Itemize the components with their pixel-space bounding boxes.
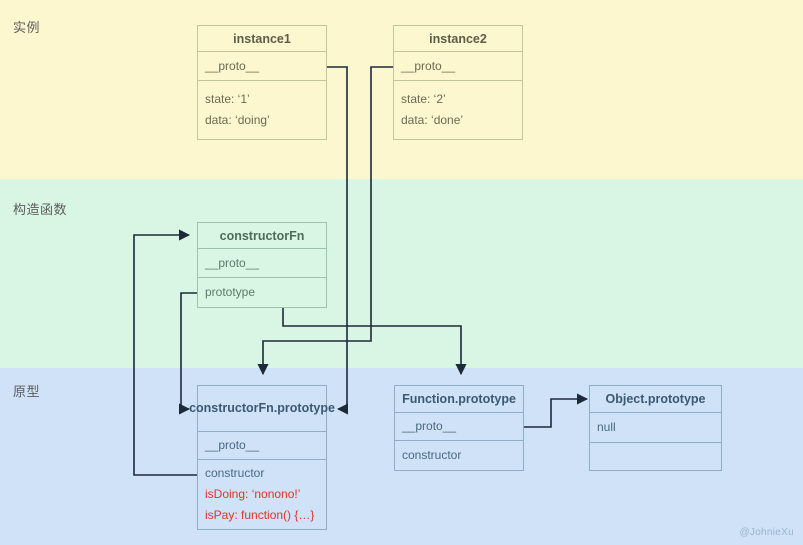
box-object-prototype[interactable]: Object.prototype null xyxy=(589,385,722,471)
function-prototype-proto-label: __proto__ xyxy=(402,419,457,433)
instance1-title: instance1 xyxy=(197,25,327,52)
wire-constructor-back-to-ctorfn xyxy=(133,229,197,476)
wire-instance2-to-ctor-prototype xyxy=(257,66,393,376)
member-is-doing: isDoing: ‘nonono!’ xyxy=(205,487,301,501)
instance2-title: instance2 xyxy=(393,25,523,52)
instance1-props-row: state: ‘1’ data: ‘doing’ xyxy=(197,81,327,140)
member-is-pay: isPay: function() {…} xyxy=(205,508,315,522)
wire-function-prototype-to-object-prototype xyxy=(524,393,589,428)
object-prototype-value-label: null xyxy=(597,420,616,434)
function-prototype-title: Function.prototype xyxy=(394,385,524,413)
constructor-fn-proto-row[interactable]: __proto__ xyxy=(197,249,327,278)
band-label-instance: 实例 xyxy=(13,20,41,35)
box-constructor-fn-prototype[interactable]: constructorFn.prototype __proto__ constr… xyxy=(189,385,335,530)
member-constructor: constructor xyxy=(205,466,265,480)
constructor-fn-prototype-proto-row[interactable]: __proto__ xyxy=(197,432,327,460)
box-constructor-fn[interactable]: constructorFn __proto__ prototype xyxy=(197,222,327,308)
instance2-prop-data: data: ‘done’ xyxy=(401,113,464,127)
instance2-proto-label: __proto__ xyxy=(401,58,456,73)
wire-instance1-to-ctor-prototype xyxy=(327,66,349,415)
instance1-prop-data: data: ‘doing’ xyxy=(205,113,270,127)
function-prototype-constructor-label: constructor xyxy=(402,448,462,462)
object-prototype-empty-row[interactable] xyxy=(589,443,722,471)
box-instance1[interactable]: instance1 __proto__ state: ‘1’ data: ‘do… xyxy=(197,25,327,140)
instance2-proto-row[interactable]: __proto__ xyxy=(393,52,523,81)
band-label-constructor: 构造函数 xyxy=(13,202,68,217)
band-label-prototype: 原型 xyxy=(13,384,41,399)
instance1-prop-state: state: ‘1’ xyxy=(205,92,250,106)
function-prototype-proto-row[interactable]: __proto__ xyxy=(394,413,524,441)
constructor-fn-prototype-members-row: constructor isDoing: ‘nonono!’ isPay: fu… xyxy=(197,460,327,530)
wire-ctorfn-prototype-field-to-prototype-box xyxy=(178,292,197,415)
box-instance2[interactable]: instance2 __proto__ state: ‘2’ data: ‘do… xyxy=(393,25,523,140)
instance1-proto-label: __proto__ xyxy=(205,58,260,73)
instance2-prop-state: state: ‘2’ xyxy=(401,92,446,106)
constructor-fn-prototype-title: constructorFn.prototype xyxy=(189,385,335,432)
constructor-fn-prototype-proto-label: __proto__ xyxy=(205,438,260,452)
instance1-proto-row[interactable]: __proto__ xyxy=(197,52,327,81)
constructor-fn-proto-label: __proto__ xyxy=(205,255,260,270)
constructor-fn-title: constructorFn xyxy=(197,222,327,249)
object-prototype-title: Object.prototype xyxy=(589,385,722,413)
watermark: @JohnieXu xyxy=(739,527,794,538)
function-prototype-constructor-row[interactable]: constructor xyxy=(394,441,524,471)
constructor-fn-prototype-label: prototype xyxy=(205,285,256,299)
object-prototype-value-row[interactable]: null xyxy=(589,413,722,443)
constructor-fn-prototype-row[interactable]: prototype xyxy=(197,278,327,308)
instance2-props-row: state: ‘2’ data: ‘done’ xyxy=(393,81,523,140)
box-function-prototype[interactable]: Function.prototype __proto__ constructor xyxy=(394,385,524,471)
